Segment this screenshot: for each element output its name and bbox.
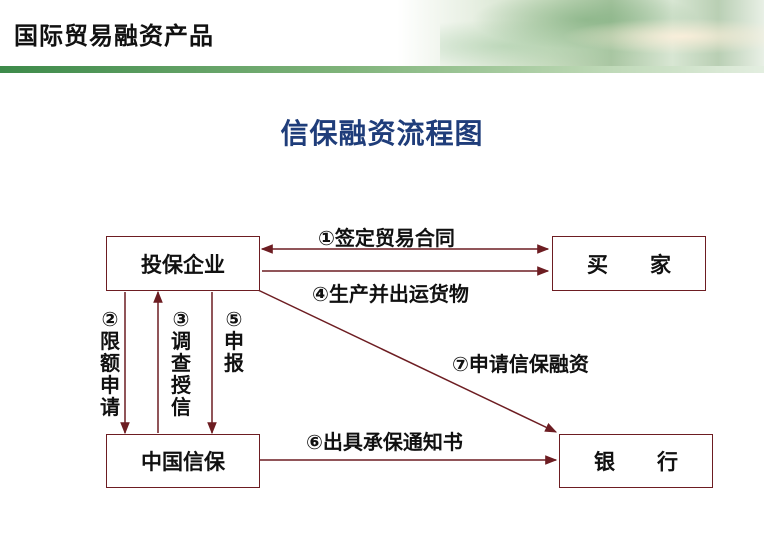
step-6-label: ⑥出具承保通知书 <box>306 430 463 454</box>
diagram-title: 信保融资流程图 <box>280 117 484 150</box>
step-2-label: ②限额申请 <box>100 307 120 419</box>
node-bank: 银 行 <box>559 434 713 488</box>
step-5-label: ⑤申报 <box>224 307 244 375</box>
header-green-bar <box>0 66 764 73</box>
slide-header-title: 国际贸易融资产品 <box>14 22 214 50</box>
node-sinosure: 中国信保 <box>106 434 260 488</box>
step-3-label: ③调查授信 <box>171 307 191 419</box>
step-7-label: ⑦申请信保融资 <box>452 352 589 376</box>
node-buyer: 买 家 <box>552 236 706 291</box>
step-4-label: ④生产并出运货物 <box>312 282 469 306</box>
node-enterprise: 投保企业 <box>106 236 260 291</box>
step-1-label: ①签定贸易合同 <box>318 226 455 250</box>
header-handshake-image <box>440 0 764 66</box>
arrow-financing-request <box>257 289 558 433</box>
